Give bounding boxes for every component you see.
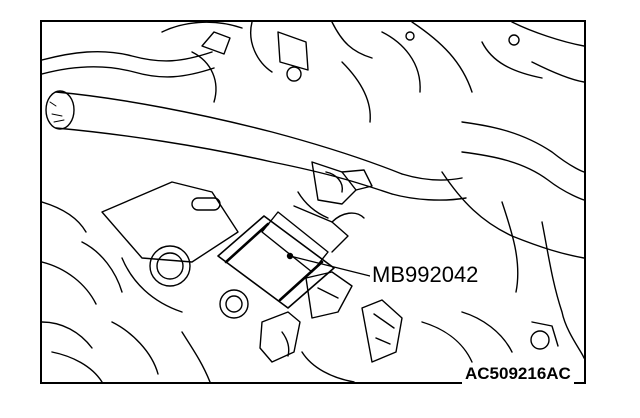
mount-bracket — [81, 181, 249, 319]
engine-illustration-frame — [40, 20, 586, 384]
tool-part-number-label: MB992042 — [370, 262, 481, 288]
left-lower-details — [42, 201, 211, 382]
lower-components — [259, 271, 559, 382]
engine-line-drawing — [42, 22, 584, 382]
right-side-hose — [441, 121, 584, 359]
upper-left-hoses — [42, 22, 584, 123]
figure-reference-code: AC509216AC — [462, 363, 574, 385]
sensor-tool-body — [217, 215, 335, 309]
horizontal-pipe — [45, 90, 467, 201]
callout-leader-line — [289, 255, 371, 277]
